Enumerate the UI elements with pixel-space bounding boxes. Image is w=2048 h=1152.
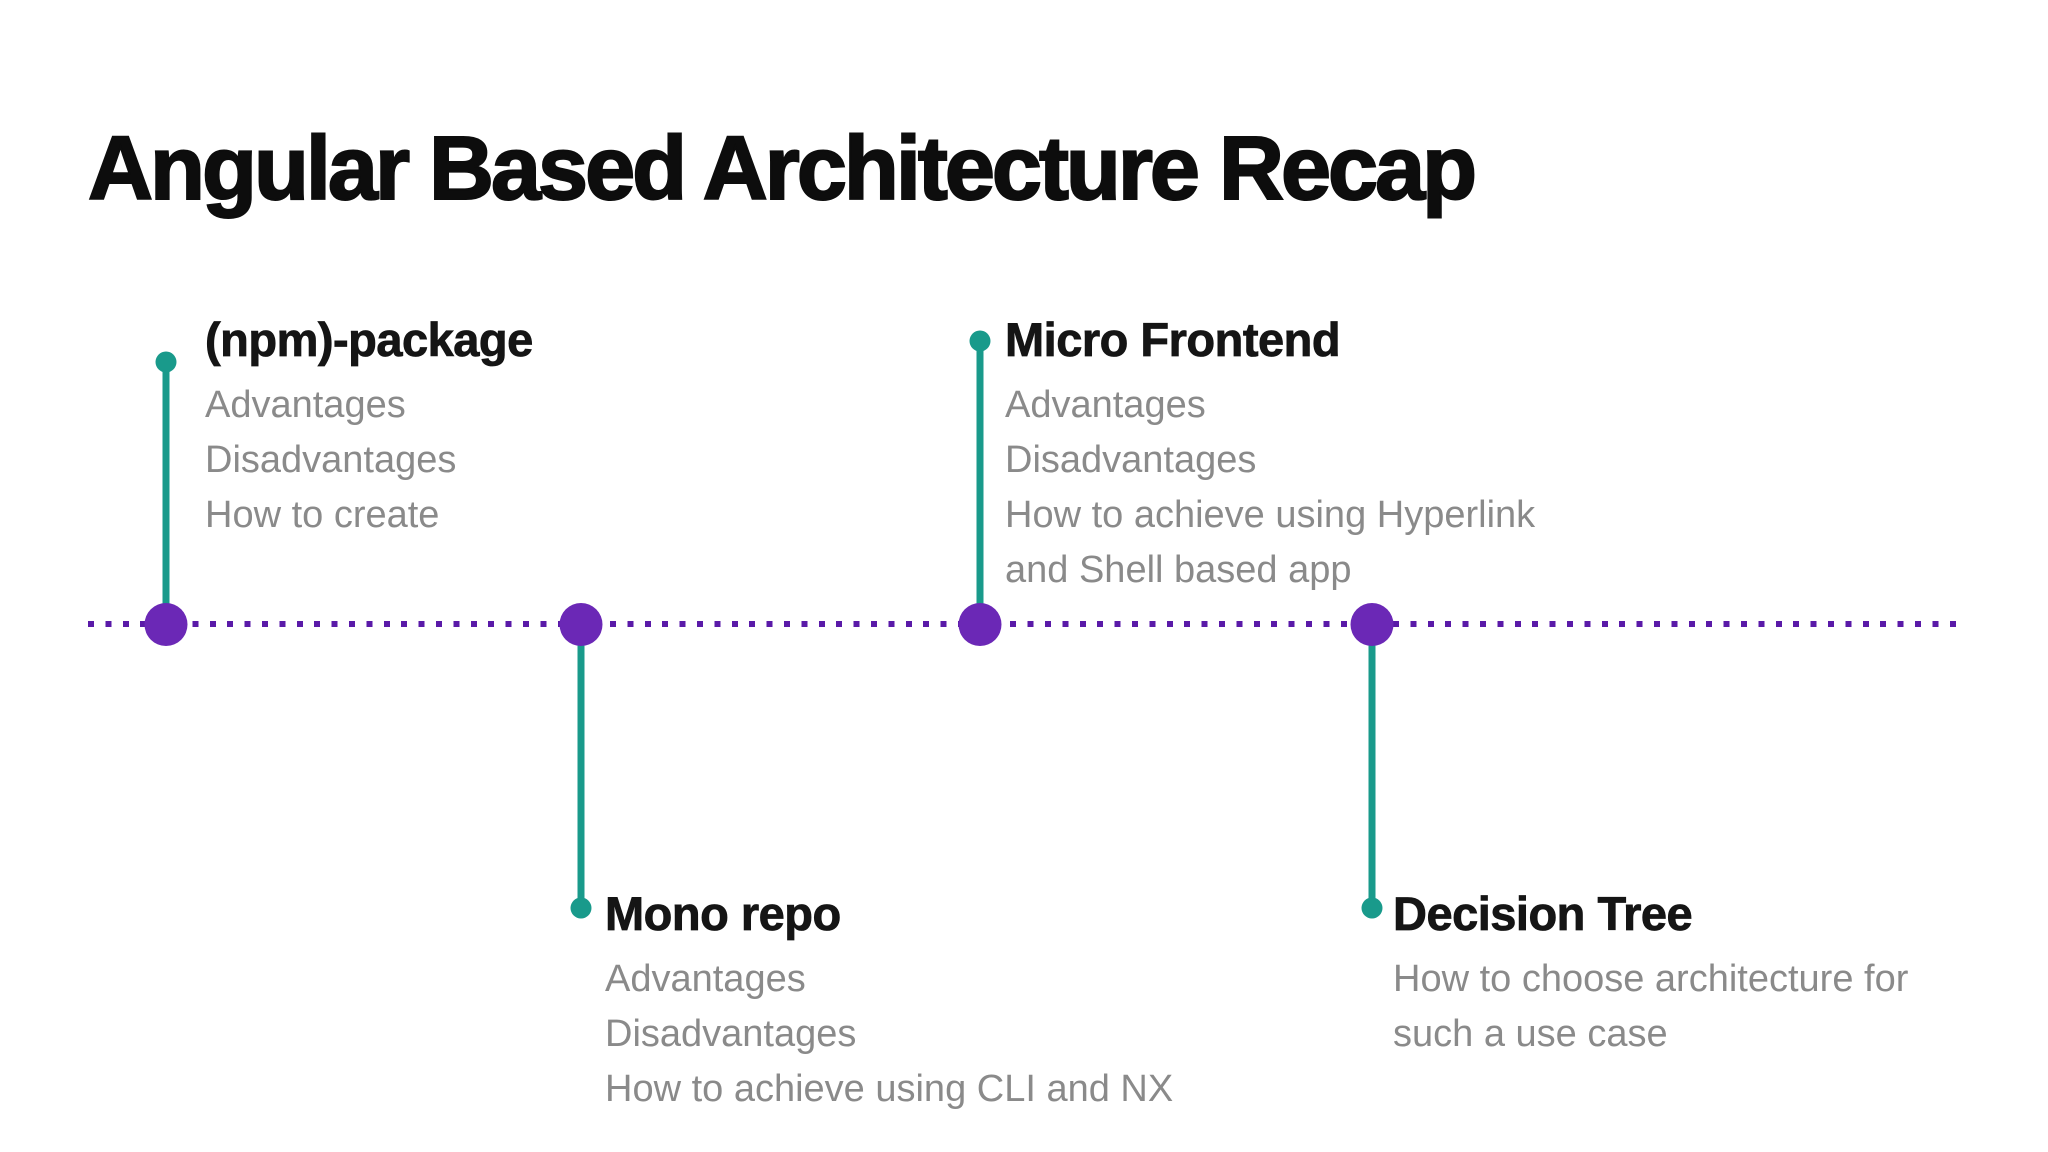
milestone-line: and Shell based app [1005,549,1352,591]
milestone-content: Micro Frontend Advantages Disadvantages … [1005,312,1536,598]
milestone-lines: How to choose architecture for such a us… [1393,952,1908,1062]
connector-line [577,634,585,908]
milestone-lines: Advantages Disadvantages How to achieve … [1005,378,1535,598]
milestone-line: How to create [205,494,440,536]
milestone-title: Decision Tree [1393,887,1693,941]
connector-line [1368,634,1376,908]
milestone-content: Decision Tree How to choose architecture… [1393,886,1909,1062]
milestone-content: (npm)-package Advantages Disadvantages H… [205,312,534,543]
milestone-line: How to achieve using CLI and NX [605,1068,1174,1110]
milestone-content: Mono repo Advantages Disadvantages How t… [605,886,1174,1117]
milestone-line: Advantages [1005,384,1206,426]
milestone-dot [1350,602,1394,646]
milestone-line: Disadvantages [205,439,457,481]
milestone-title: Micro Frontend [1005,313,1341,367]
milestone-line: How to achieve using Hyperlink [1005,494,1536,536]
milestone-dot [958,602,1002,646]
milestone-lines: Advantages Disadvantages How to achieve … [605,952,1173,1117]
connector-line [162,362,170,614]
milestone-title: (npm)-package [205,313,534,367]
milestone-lines: Advantages Disadvantages How to create [205,378,533,543]
timeline-dotted-line [88,621,1960,627]
milestone-line: How to choose architecture for [1393,958,1909,1000]
milestone-line: Advantages [605,958,806,1000]
connector-line [976,341,984,614]
milestone-end-dot [1361,897,1383,919]
milestone-title: Mono repo [605,887,842,941]
milestone-end-dot [570,897,592,919]
slide-title: Angular Based Architecture Recap [87,118,1478,220]
milestone-dot [144,602,188,646]
milestone-dot [559,602,603,646]
milestone-line: such a use case [1393,1013,1668,1055]
milestone-line: Disadvantages [605,1013,857,1055]
milestone-end-dot [155,351,177,373]
milestone-line: Disadvantages [1005,439,1257,481]
milestone-end-dot [969,330,991,352]
milestone-line: Advantages [205,384,406,426]
